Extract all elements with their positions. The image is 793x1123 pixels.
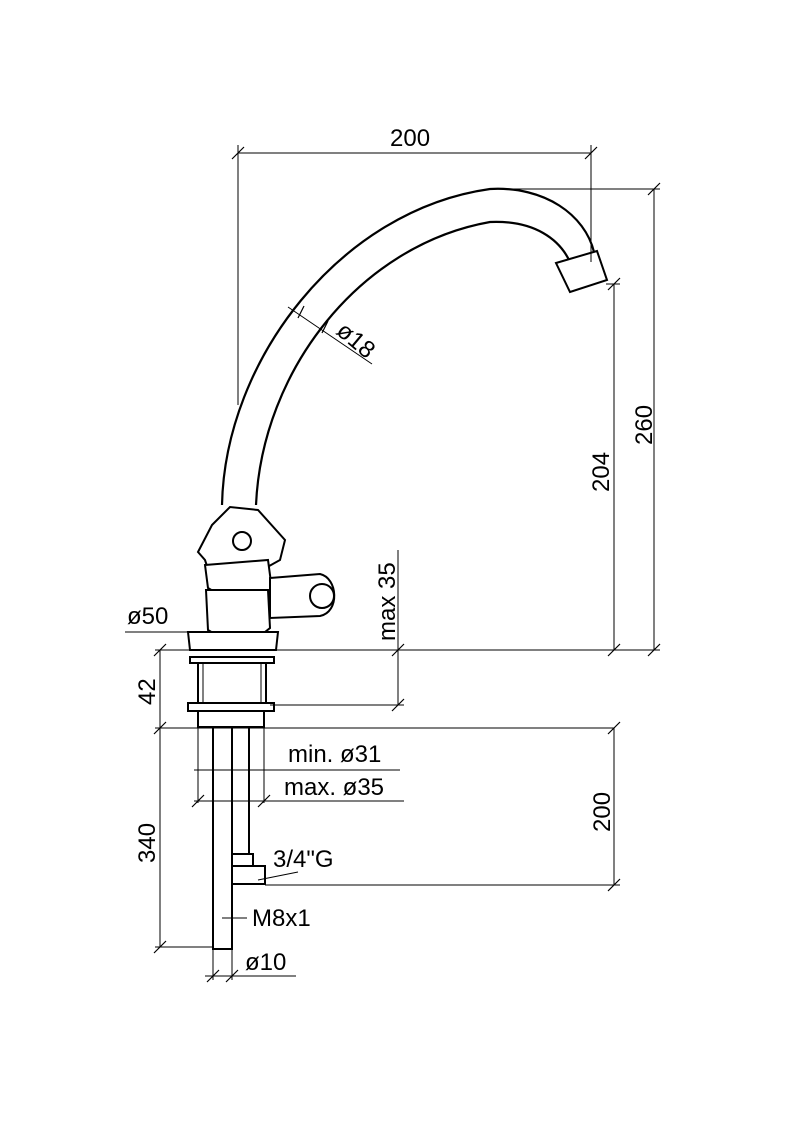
label-spout-outlet-height: 204 xyxy=(588,452,615,492)
label-total-height: 260 xyxy=(631,405,658,445)
label-base-diameter: ø50 xyxy=(127,603,168,630)
stud xyxy=(212,726,233,950)
label-stud-diameter: ø10 xyxy=(245,949,286,976)
label-spout-reach: 200 xyxy=(390,125,430,152)
dimension-labels: 200 ø18 204 260 ø50 max 35 42 min. ø31 m… xyxy=(127,125,658,976)
base-plate xyxy=(186,631,280,651)
label-total-below: 340 xyxy=(134,823,161,863)
label-hole-max: max. ø35 xyxy=(284,774,384,801)
label-pipe-diameter: ø18 xyxy=(331,317,380,364)
label-stud-thread: M8x1 xyxy=(252,905,311,932)
aerator xyxy=(554,249,609,294)
handle-screw xyxy=(232,531,252,551)
shank-nut-low xyxy=(197,710,265,728)
label-max-thickness: max 35 xyxy=(374,562,401,641)
label-body-height: 42 xyxy=(134,678,161,705)
knob-cap xyxy=(309,583,335,609)
label-connection-thread: 3/4"G xyxy=(273,846,334,873)
shank-body xyxy=(197,662,267,704)
label-hole-min: min. ø31 xyxy=(288,741,381,768)
label-hose-length: 200 xyxy=(589,792,616,832)
shank-nut-mid xyxy=(187,702,275,712)
spout-pipe-inner xyxy=(254,220,572,506)
faucet-outline xyxy=(186,187,609,950)
spout-pipe xyxy=(220,187,596,506)
hose xyxy=(231,726,250,855)
dimension-lines xyxy=(125,145,661,983)
